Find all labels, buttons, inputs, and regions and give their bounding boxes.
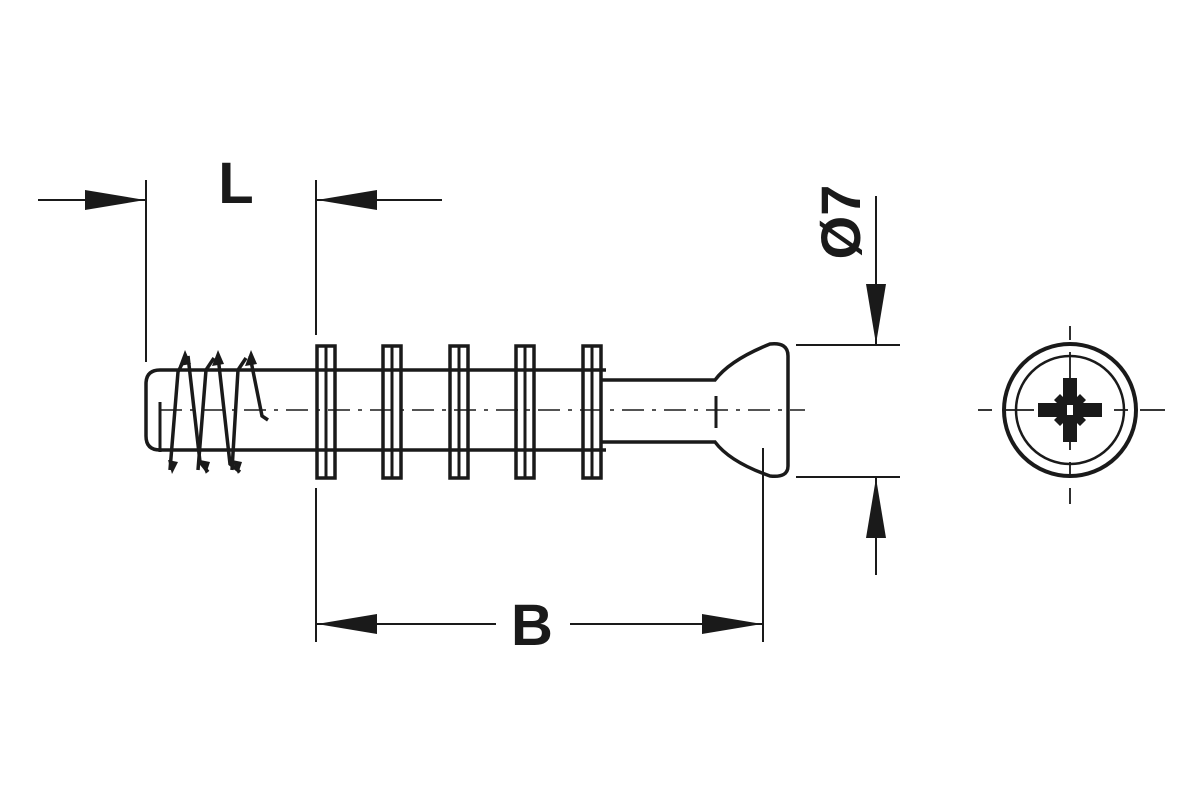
- thread-core: [144, 368, 320, 452]
- dimension-l: L: [38, 151, 442, 362]
- bolt-head: [601, 342, 790, 479]
- dimension-b: B: [315, 448, 764, 658]
- shank-ribs: [315, 344, 603, 480]
- dimension-l-label: L: [218, 151, 253, 216]
- bolt-end-view: [978, 326, 1165, 504]
- dimension-b-label: B: [511, 593, 553, 658]
- bolt-side-view: [144, 342, 805, 480]
- shank-body: [320, 368, 606, 452]
- thread-helix: [168, 350, 269, 474]
- dimension-diameter: Ø7: [796, 185, 900, 575]
- dimension-diameter-label: Ø7: [809, 185, 872, 260]
